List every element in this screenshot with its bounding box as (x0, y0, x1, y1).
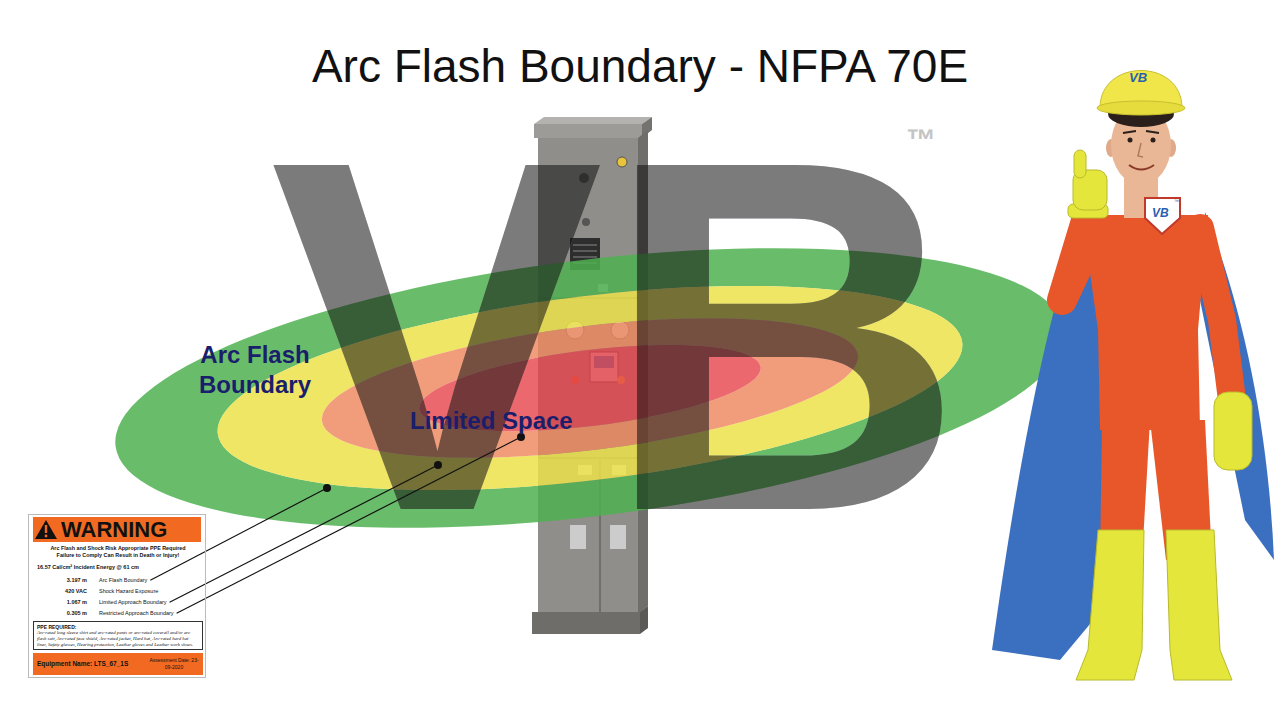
logo-text: VB (1129, 70, 1147, 86)
logo-text: VB (1152, 206, 1169, 220)
warning-triangle (35, 520, 57, 539)
warning-text: Arc Flash and Shock Risk Appropriate PPE… (32, 545, 204, 552)
eye (1128, 138, 1133, 143)
warning-mark (45, 535, 48, 538)
boot (1166, 530, 1232, 680)
boundary-name: Shock Hazard Exposure (99, 588, 158, 595)
zone-label: Limited Space (410, 406, 573, 436)
boot (1076, 530, 1144, 680)
helmet-brim (1097, 101, 1185, 115)
boundary-value: 3.197 m (39, 577, 87, 584)
zone-label: Arc Flash Boundary (180, 340, 330, 400)
boundary-name: Limited Approach Boundary (99, 599, 167, 606)
boundary-name: Restricted Approach Boundary (99, 610, 174, 617)
ppe-box: PPE REQUIRED:Arc-rated long sleeve shirt… (33, 621, 203, 650)
mouth (1129, 165, 1154, 170)
trademark: ™ (1174, 198, 1179, 204)
eye (1151, 138, 1156, 143)
title: Arc Flash Boundary - NFPA 70E (0, 40, 1280, 92)
warning-text: Failure to Comply Can Result in Death or… (32, 552, 204, 559)
label-ground (28, 514, 206, 678)
header-band-fill (33, 517, 201, 542)
boundary-name: Arc Flash Boundary (99, 577, 147, 584)
hero-figure (992, 71, 1274, 681)
chest-shield (1145, 198, 1180, 234)
assessment-date: Assessment Date: 23-09-2020 (147, 657, 201, 671)
warning-mark (45, 525, 47, 533)
warning-label: WARNING Arc Flash and Shock Risk Appropri… (28, 514, 206, 678)
nose (1138, 143, 1143, 157)
plinth-side (640, 606, 648, 634)
trademark: ™ (906, 122, 936, 158)
footer-band: Equipment Name: LTS_67_1S Assessment Date… (33, 653, 203, 675)
plinth (532, 612, 640, 634)
glove (1214, 392, 1252, 470)
thumb (1074, 150, 1086, 178)
equipment-name: Equipment Name: LTS_67_1S (37, 660, 128, 668)
warning-word: WARNING (61, 518, 167, 542)
boundary-value: 420 VAC (39, 588, 87, 595)
boundary-value: 1.067 m (39, 599, 87, 606)
ppe-heading: PPE REQUIRED: (37, 624, 199, 630)
ppe-text: Arc-rated long sleeve shirt and arc-rate… (37, 630, 199, 647)
eyebrows (1123, 131, 1159, 133)
arm (1200, 228, 1232, 400)
arm (1062, 214, 1094, 300)
boundary-value: 0.305 m (39, 610, 87, 617)
energy-value: 16.57 Cal/cm² Incident Energy @ 61 cm (37, 564, 139, 571)
cape (1200, 212, 1274, 560)
watermark: VB (270, 86, 965, 586)
